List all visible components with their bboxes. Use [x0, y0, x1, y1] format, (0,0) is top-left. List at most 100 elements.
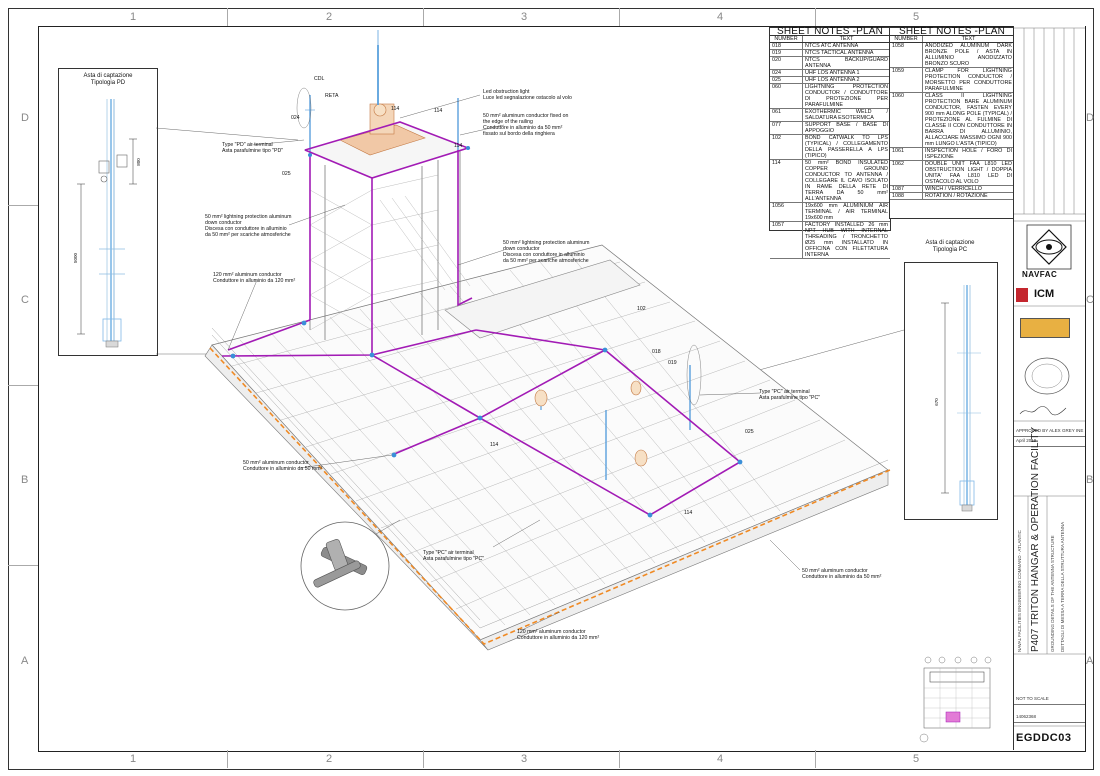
- detail-pc-caption: Asta di captazione Tipologia PC: [925, 240, 975, 254]
- label-down2-en2: down conductor: [503, 246, 540, 252]
- code-cell: 14062368: [1014, 714, 1085, 723]
- note-number: 019: [770, 50, 803, 56]
- grid-tick: [423, 750, 424, 768]
- callout-reta: RETA: [325, 93, 339, 99]
- grid-row-a: A: [21, 655, 29, 667]
- label-led-light: Led obstruction light Luce led segnalazi…: [483, 89, 572, 101]
- label-down-conductor-1: 50 mm² lightning protection aluminum dow…: [205, 214, 292, 238]
- note-text: NTCS ATC ANTENNA: [805, 43, 859, 49]
- detail-pc-caption-line2: Tipologia PC: [932, 247, 968, 253]
- title-block-grid: [1014, 27, 1085, 727]
- label-led-en: Led obstruction light: [483, 89, 530, 95]
- label-alu50-edge-en: 50 mm² aluminum conductor fixed on: [483, 113, 569, 119]
- label-pc-terminal-a: Type "PC" air terminal Asta parafulmine …: [759, 389, 820, 401]
- callout-025-b: 025: [745, 429, 754, 435]
- org-line: NAVAL FACILITIES ENGINEERING COMMAND - A…: [1017, 530, 1022, 652]
- grid-row-c-right: C: [1086, 294, 1094, 306]
- label-down1-en: 50 mm² lightning protection aluminum: [205, 214, 292, 220]
- label-pc-terminal-b: Type "PC" air terminal Asta parafulmine …: [423, 550, 484, 562]
- col-text-header: TEXT: [961, 36, 976, 42]
- callout-114-a: 114: [391, 106, 400, 112]
- label-down2-it: Discesa con conduttore in alluminio: [503, 252, 585, 258]
- label-pd-terminal: Type "PD" air terminal Asta parafulmine …: [222, 142, 283, 154]
- project-title: P407 TRITON HANGAR & OPERATION FACILITY: [1030, 426, 1041, 652]
- note-text: ANODIZED ALUMINUM DARK BRONZE POLE / AST…: [925, 43, 1012, 67]
- label-alu50-c-en: 50 mm² aluminum conductor: [802, 568, 868, 574]
- callout-025: 025: [282, 171, 291, 177]
- note-text: ROTATION / ROTAZIONE: [925, 193, 988, 199]
- grid-tick: [227, 8, 228, 26]
- grid-tick: [815, 750, 816, 768]
- note-text: UHF LOS ANTENNA 1: [805, 70, 860, 76]
- note-text: NTCS TACTICAL ANTENNA: [805, 50, 874, 56]
- note-number: 1059: [890, 68, 923, 92]
- note-number: 018: [770, 43, 803, 49]
- note-number: 025: [770, 77, 803, 83]
- label-alu50-b-it: Conduttore in alluminio da 50 mm²: [243, 466, 323, 472]
- label-down-conductor-2: 50 mm² lightning protection aluminum dow…: [503, 240, 590, 264]
- sheet-notes-left-header: NUMBER TEXT: [770, 36, 890, 43]
- note-number: 1056: [770, 203, 803, 221]
- label-down2-en: 50 mm² lightning protection aluminum: [503, 240, 590, 246]
- label-pc-a-it: Asta parafulmine tipo "PC": [759, 395, 821, 401]
- navfac-logo: [1026, 224, 1072, 270]
- callout-114-c: 114: [454, 143, 463, 149]
- grid-tick: [815, 8, 816, 26]
- navfac-text: NAVFAC: [1022, 270, 1058, 279]
- detail-pd-caption-line2: Tipologia PD: [90, 80, 126, 86]
- inner-frame: [38, 26, 1086, 752]
- grid-row-d-right: D: [1086, 112, 1094, 124]
- label-pc-a-en: Type "PC" air terminal: [759, 389, 810, 395]
- note-number: 1088: [890, 193, 923, 199]
- note-text: 50 mm² BOND INSULATED COPPER GROUND COND…: [805, 160, 888, 202]
- note-number: 024: [770, 70, 803, 76]
- icm-logo-icon: [1016, 288, 1028, 302]
- sheet-notes-left-title: SHEET NOTES -PLAN: [770, 27, 890, 37]
- grid-tick: [619, 750, 620, 768]
- detail-pc-drawing: [941, 285, 981, 512]
- note-text: BOND CATWALK TO LPS (TYPICAL) / COLLEGAM…: [805, 135, 888, 159]
- grid-row-b-right: B: [1086, 474, 1094, 486]
- detail-pd-box: Asta di captazione Tipologia PD 800 5000: [58, 68, 158, 356]
- grid-col-2: 2: [326, 11, 333, 23]
- label-alu50-edge: 50 mm² aluminum conductor fixed on the e…: [483, 113, 568, 137]
- grid-col-4-bottom: 4: [717, 753, 724, 765]
- col-text-header: TEXT: [839, 36, 854, 42]
- note-number: 1062: [890, 161, 923, 185]
- grid-col-4: 4: [717, 11, 724, 23]
- icm-logo-text: ICM: [1034, 288, 1055, 300]
- grid-col-2-bottom: 2: [326, 753, 333, 765]
- callout-019: 019: [668, 360, 677, 366]
- note-number: 077: [770, 122, 803, 134]
- isometric-structure: [155, 30, 905, 651]
- label-down1-it: Discesa con conduttore in alluminio: [205, 226, 287, 232]
- note-text: CLAMP FOR LIGHTNING PROTECTION CONDUCTOR…: [925, 68, 1012, 92]
- note-number: 1087: [890, 186, 923, 192]
- grid-row-b: B: [21, 474, 29, 486]
- col-number-header: NUMBER: [770, 36, 803, 42]
- note-text: NTCS BACKUP/GUARD ANTENNA: [805, 57, 888, 69]
- note-number: 1058: [890, 43, 923, 67]
- sheet-notes-right-header: NUMBER TEXT: [890, 36, 1014, 43]
- grid-col-5-bottom: 5: [913, 753, 920, 765]
- sheet-title-it: DETTAGLI DI MESSA A TERRA DELLA STRUTTUR…: [1060, 521, 1065, 652]
- label-alu50-c-it: Conduttore in alluminio da 50 mm²: [802, 574, 882, 580]
- label-alu50-b: 50 mm² aluminum conductor Conduttore in …: [243, 460, 322, 472]
- grid-col-3-bottom: 3: [521, 753, 528, 765]
- key-plan: [919, 656, 992, 743]
- note-text: 19x600 mm ALUMINIUM AIR TERMINAL / AIR T…: [805, 203, 888, 221]
- approved-cell: APPROVED BY ALEX GREY INE: [1014, 428, 1085, 437]
- label-pc-b-it: Asta parafulmine tipo "PC": [423, 556, 485, 562]
